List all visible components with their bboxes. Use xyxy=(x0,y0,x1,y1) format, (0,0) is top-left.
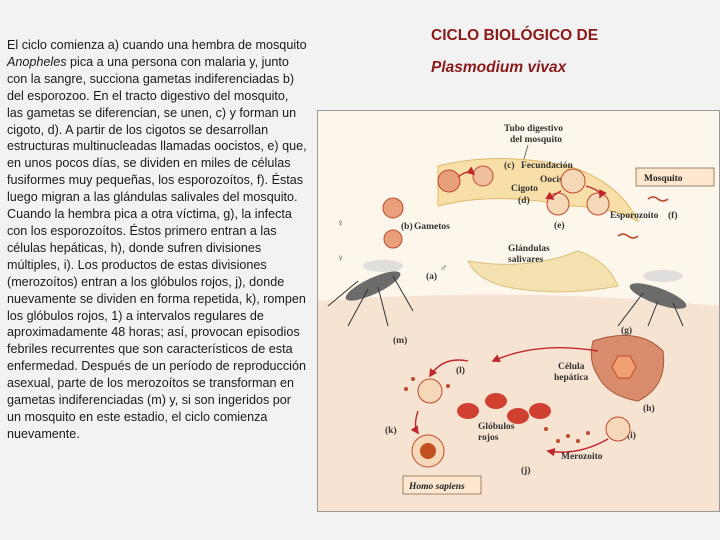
arrow-l xyxy=(429,359,469,378)
gamete-cell-1 xyxy=(437,169,461,193)
label-tube-2: del mosquito xyxy=(510,135,562,145)
life-cycle-diagram: Tubo digestivo del mosquito (c) Fecundac… xyxy=(318,111,719,511)
label-cigoto: Cigoto xyxy=(511,184,538,194)
red-cell-4 xyxy=(457,403,479,419)
female-symbol-1: ♀ xyxy=(337,219,344,229)
sporozoite-2 xyxy=(617,233,639,239)
label-m: (m) xyxy=(393,335,407,346)
salivary-gland-shape xyxy=(467,250,619,293)
label-esporozoito: Esporozoíto xyxy=(610,211,659,221)
rupturing-cell-core xyxy=(420,443,436,459)
label-d: (d) xyxy=(518,195,530,206)
label-globulos: Glóbulos xyxy=(478,422,515,432)
label-glandulas: Glándulas xyxy=(508,244,550,254)
red-cell-2 xyxy=(507,408,529,424)
arrow-gamete-fecundation xyxy=(457,166,476,178)
sporozoite-1 xyxy=(647,196,669,202)
description-part-2: pica a una persona con malaria y, junto … xyxy=(7,54,307,441)
title-line-1: CICLO BIOLÓGICO DE xyxy=(431,27,599,44)
homo-sapiens-box xyxy=(402,475,482,495)
label-i: (i) xyxy=(627,430,636,441)
merozoite-cluster xyxy=(605,416,631,442)
species-name: Anopheles xyxy=(7,54,67,69)
label-l: (l) xyxy=(456,365,465,376)
human-stage-background xyxy=(318,294,719,511)
label-merozoito: Merozoito xyxy=(561,452,603,462)
mosquito-left-illustration xyxy=(327,260,414,327)
fertilization-cell xyxy=(472,165,494,187)
arrow-liver xyxy=(491,346,599,363)
red-cell-3 xyxy=(529,403,551,419)
label-gametos: Gametos xyxy=(414,222,450,232)
label-j: (j) xyxy=(521,465,531,476)
segmented-cell xyxy=(417,378,443,404)
arrow-oocyst xyxy=(545,190,562,200)
label-homo-sapiens: Homo sapiens xyxy=(408,482,465,492)
life-cycle-figure: Tubo digestivo del mosquito (c) Fecundac… xyxy=(317,110,720,512)
tube-pointer xyxy=(523,144,529,160)
label-tube-1: Tubo digestivo xyxy=(504,124,563,134)
label-k: (k) xyxy=(385,425,397,436)
label-f: (f) xyxy=(668,210,678,221)
label-mosquito: Mosquito xyxy=(644,174,683,184)
title-line-2: Plasmodium vivax xyxy=(431,59,567,76)
label-a: (a) xyxy=(426,271,437,282)
oocyst-cell-3 xyxy=(586,192,610,216)
label-e: (e) xyxy=(554,220,565,231)
description-part-1: El ciclo comienza a) cuando una hembra d… xyxy=(7,38,307,52)
label-celula: Célula xyxy=(558,362,585,372)
label-h: (h) xyxy=(643,403,655,414)
arrow-oocyst-2 xyxy=(585,185,607,199)
arrow-i xyxy=(546,438,609,457)
female-symbol-2: ♀ xyxy=(337,254,344,264)
label-b: (b) xyxy=(401,221,413,232)
description-text: El ciclo comienza a) cuando una hembra d… xyxy=(7,37,307,443)
label-c: (c) xyxy=(504,160,515,171)
red-cell-1 xyxy=(485,393,507,409)
gamete-cell-3 xyxy=(383,229,403,249)
merozoite-dots xyxy=(404,377,590,443)
label-fecundacion: Fecundación xyxy=(521,161,573,171)
label-g: (g) xyxy=(621,325,632,336)
mosquito-box xyxy=(635,167,715,187)
male-symbol: ♂ xyxy=(440,264,447,274)
hepatic-cell xyxy=(611,355,637,379)
label-rojos: rojos xyxy=(478,433,499,443)
gamete-cell-2 xyxy=(382,197,404,219)
label-hepatica: hepática xyxy=(554,373,589,383)
label-salivares: salivares xyxy=(508,255,543,265)
label-oocisto: Oocisto xyxy=(540,175,571,185)
oocyst-cell-1 xyxy=(560,168,586,194)
oocyst-cell-2 xyxy=(546,192,570,216)
slide-title: CICLO BIOLÓGICO DE Plasmodium vivax xyxy=(431,26,598,78)
arrow-k xyxy=(410,410,419,435)
mosquito-right-illustration xyxy=(617,270,687,327)
